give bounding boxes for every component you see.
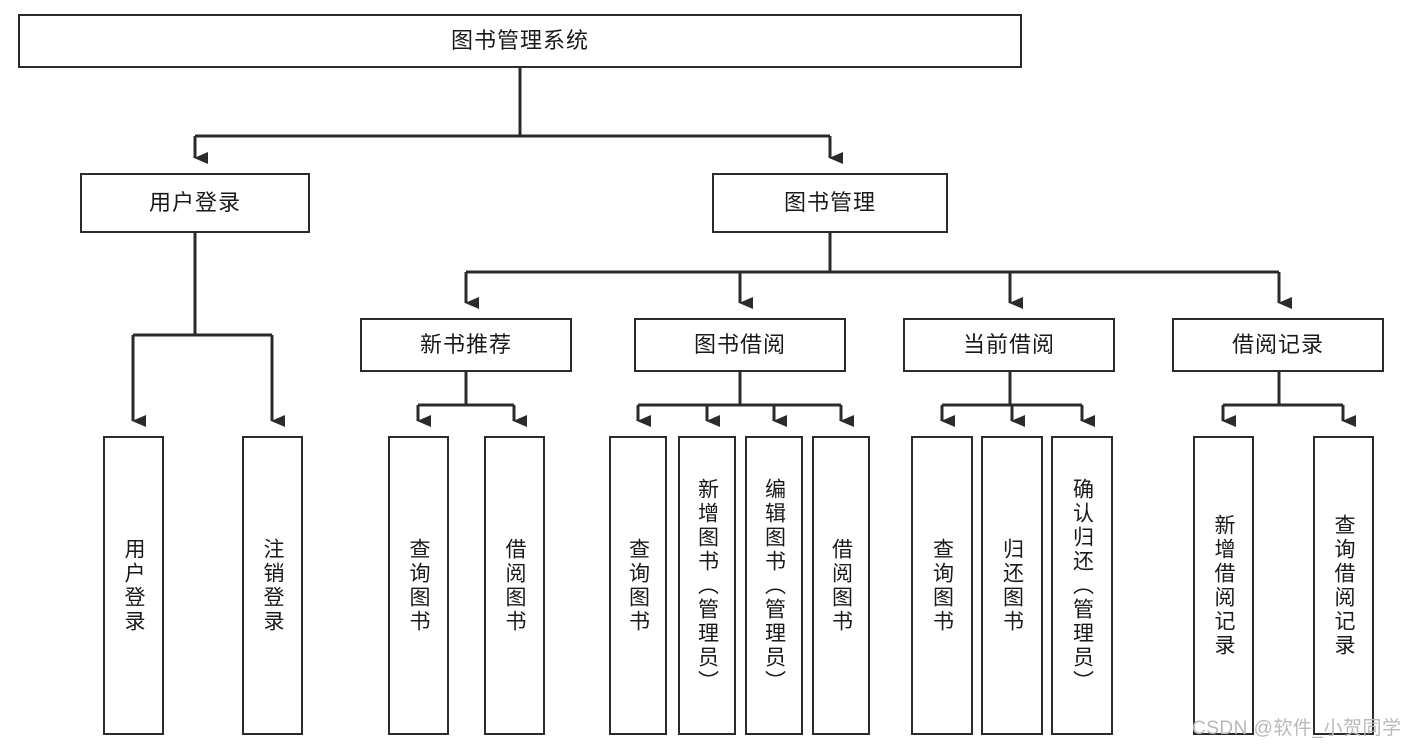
leaf-br-add-record-label: 新增借阅记录 bbox=[1212, 513, 1235, 658]
node-current-borrow[interactable]: 当前借阅 bbox=[903, 318, 1115, 372]
node-user-login[interactable]: 用户登录 bbox=[80, 173, 310, 233]
leaf-cb-return-book[interactable]: 归还图书 bbox=[981, 436, 1043, 735]
node-borrow-record-label: 借阅记录 bbox=[1231, 332, 1324, 358]
node-root[interactable]: 图书管理系统 bbox=[18, 14, 1022, 68]
node-book-borrow[interactable]: 图书借阅 bbox=[634, 318, 846, 372]
leaf-bb-add-book[interactable]: 新增图书（管理员） bbox=[678, 436, 736, 735]
leaf-br-add-record[interactable]: 新增借阅记录 bbox=[1193, 436, 1254, 735]
node-new-book-recommend[interactable]: 新书推荐 bbox=[360, 318, 572, 372]
node-new-book-recommend-label: 新书推荐 bbox=[419, 332, 512, 358]
leaf-bb-edit-book[interactable]: 编辑图书（管理员） bbox=[745, 436, 803, 735]
node-borrow-record[interactable]: 借阅记录 bbox=[1172, 318, 1384, 372]
leaf-user-login-label: 用户登录 bbox=[122, 537, 145, 634]
node-user-login-label: 用户登录 bbox=[148, 190, 241, 216]
node-root-label: 图书管理系统 bbox=[450, 28, 589, 54]
leaf-bb-add-book-label: 新增图书（管理员） bbox=[695, 477, 719, 694]
leaf-logout[interactable]: 注销登录 bbox=[242, 436, 303, 735]
leaf-cb-query-book-label: 查询图书 bbox=[930, 537, 954, 634]
leaf-nb-query-book-label: 查询图书 bbox=[407, 537, 430, 634]
leaf-cb-return-book-label: 归还图书 bbox=[1000, 537, 1024, 634]
leaf-cb-query-book[interactable]: 查询图书 bbox=[911, 436, 973, 735]
leaf-nb-borrow-book[interactable]: 借阅图书 bbox=[484, 436, 545, 735]
node-book-borrow-label: 图书借阅 bbox=[693, 332, 786, 358]
leaf-user-login[interactable]: 用户登录 bbox=[103, 436, 164, 735]
leaf-br-query-record[interactable]: 查询借阅记录 bbox=[1313, 436, 1374, 735]
leaf-cb-confirm-return[interactable]: 确认归还（管理员） bbox=[1051, 436, 1113, 735]
leaf-bb-query-book-label: 查询图书 bbox=[626, 537, 650, 634]
node-book-management[interactable]: 图书管理 bbox=[712, 173, 948, 233]
leaf-cb-confirm-return-label: 确认归还（管理员） bbox=[1070, 477, 1094, 694]
leaf-bb-borrow-book[interactable]: 借阅图书 bbox=[812, 436, 870, 735]
node-book-management-label: 图书管理 bbox=[783, 190, 876, 216]
leaf-bb-edit-book-label: 编辑图书（管理员） bbox=[762, 477, 786, 694]
leaf-nb-query-book[interactable]: 查询图书 bbox=[388, 436, 449, 735]
leaf-br-query-record-label: 查询借阅记录 bbox=[1332, 513, 1355, 658]
leaf-nb-borrow-book-label: 借阅图书 bbox=[503, 537, 526, 634]
node-current-borrow-label: 当前借阅 bbox=[962, 332, 1055, 358]
leaf-bb-borrow-book-label: 借阅图书 bbox=[829, 537, 853, 634]
leaf-logout-label: 注销登录 bbox=[261, 537, 284, 634]
leaf-bb-query-book[interactable]: 查询图书 bbox=[609, 436, 667, 735]
